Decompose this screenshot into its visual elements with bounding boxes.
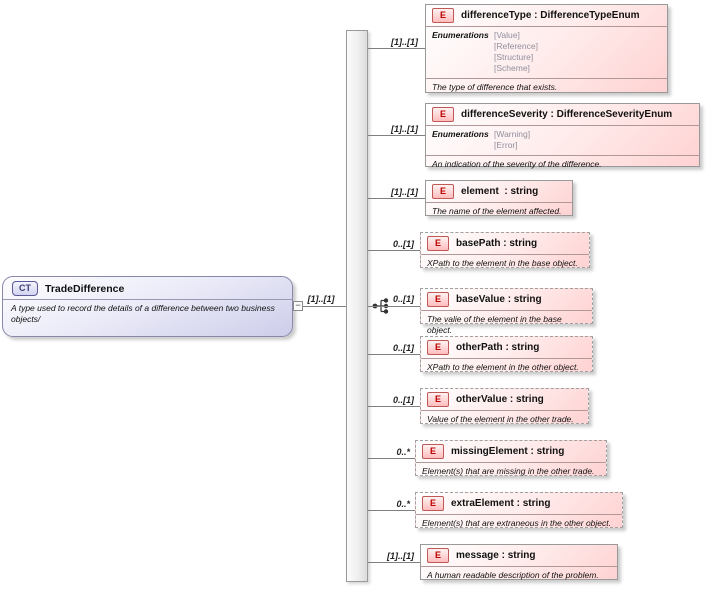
complex-type-box-tradedifference[interactable]: CT TradeDifference A type used to record… [2,276,293,337]
element-title: otherPath : string [456,342,540,353]
element-box-otherPath[interactable]: E otherPath : string XPath to the elemen… [420,336,593,372]
element-icon: E [422,444,444,459]
element-header: E basePath : string [421,233,589,255]
element-description: The valie of the element in the base obj… [427,314,562,335]
element-description: XPath to the element in the base object. [427,258,578,268]
element-box-basePath[interactable]: E basePath : string XPath to the element… [420,232,590,268]
element-icon: E [427,236,449,251]
element-description: Value of the element in the other trade. [427,414,574,424]
cardinality-label: [1]..[1] [391,124,418,134]
cardinality-label: 0..[1] [392,239,414,249]
element-header: E message : string [421,545,617,567]
element-icon: E [432,8,454,23]
complex-type-icon: CT [12,281,38,296]
cardinality-label: [1]..[1] [391,187,418,197]
element-box-missingElement[interactable]: E missingElement : string Element(s) tha… [415,440,607,476]
element-box-otherValue[interactable]: E otherValue : string Value of the eleme… [420,388,589,424]
enumeration-values: [Value] [Reference] [Structure] [Scheme] [494,30,538,74]
cardinality-label: 0..* [396,499,410,509]
enumerations-label: Enumerations [432,129,489,139]
connector-line [368,48,425,49]
element-header: E missingElement : string [416,441,606,463]
element-box-message[interactable]: E message : string A human readable desc… [420,544,618,580]
connector-line [368,510,415,511]
complex-type-title: TradeDifference [45,282,125,295]
sequence-bar [346,30,368,582]
element-title: message : string [456,550,536,561]
enumerations-section: Enumerations [Warning] [Error] [426,126,699,156]
element-description: The name of the element affected. [432,206,562,216]
connector-line [368,458,415,459]
element-icon: E [432,184,454,199]
element-header: E extraElement : string [416,493,622,515]
enumerations-label: Enumerations [432,30,489,40]
element-box-differenceSeverity[interactable]: E differenceSeverity : DifferenceSeverit… [425,103,700,169]
element-header: E differenceType : DifferenceTypeEnum [426,5,667,27]
cardinality-label: 0..* [396,447,410,457]
element-description: Element(s) that are extraneous in the ot… [422,518,611,528]
cardinality-label: 0..[1] [392,395,414,405]
cardinality-label: [1]..[1] [387,551,414,561]
complex-type-description: A type used to record the details of a d… [11,303,275,324]
element-title: extraElement : string [451,498,551,509]
element-header: E baseValue : string [421,289,592,311]
connector-line [368,250,420,251]
complex-type-header: CT TradeDifference [3,277,292,300]
cardinality-label: 0..[1] [392,294,414,304]
element-title: missingElement : string [451,446,565,457]
element-title: otherValue : string [456,394,544,405]
element-header: E element : string [426,181,572,203]
element-description: The type of difference that exists. [432,82,558,92]
element-box-extraElement[interactable]: E extraElement : string Element(s) that … [415,492,623,528]
element-title: element : string [461,186,539,197]
element-icon: E [427,548,449,563]
collapse-toggle-icon[interactable]: − [293,301,303,311]
connector-line [368,406,420,407]
enumeration-value: [Scheme] [494,63,530,73]
element-description: XPath to the element in the other object… [427,362,579,372]
connector-line [368,354,420,355]
enumeration-values: [Warning] [Error] [494,129,530,151]
connector-line [368,562,420,563]
element-header: E otherValue : string [421,389,588,411]
element-box-differenceType[interactable]: E differenceType : DifferenceTypeEnum En… [425,4,668,93]
enumerations-section: Enumerations [Value] [Reference] [Struct… [426,27,667,79]
element-icon: E [432,107,454,122]
element-icon: E [427,340,449,355]
connector-line [368,198,425,199]
cardinality-label-root: [1]..[1] [307,294,335,304]
element-description: A human readable description of the prob… [427,570,599,580]
element-description: Element(s) that are missing in the other… [422,466,595,476]
enumeration-value: [Error] [494,140,518,150]
element-title: differenceSeverity : DifferenceSeverityE… [461,109,673,120]
enumeration-value: [Warning] [494,129,531,139]
element-title: differenceType : DifferenceTypeEnum [461,10,640,21]
enumeration-value: [Reference] [494,41,538,51]
cardinality-label: [1]..[1] [391,37,418,47]
connector-line [368,306,420,307]
element-icon: E [427,292,449,307]
element-header: E differenceSeverity : DifferenceSeverit… [426,104,699,126]
element-icon: E [427,392,449,407]
element-title: baseValue : string [456,294,542,305]
element-box-baseValue[interactable]: E baseValue : string The valie of the el… [420,288,593,335]
element-description: An indication of the severity of the dif… [432,159,602,169]
element-title: basePath : string [456,238,538,249]
enumeration-value: [Value] [494,30,520,40]
element-header: E otherPath : string [421,337,592,359]
cardinality-label: 0..[1] [392,343,414,353]
connector-line-root [303,306,346,307]
element-box-element[interactable]: E element : string The name of the eleme… [425,180,573,216]
connector-line [368,135,425,136]
element-icon: E [422,496,444,511]
enumeration-value: [Structure] [494,52,534,62]
